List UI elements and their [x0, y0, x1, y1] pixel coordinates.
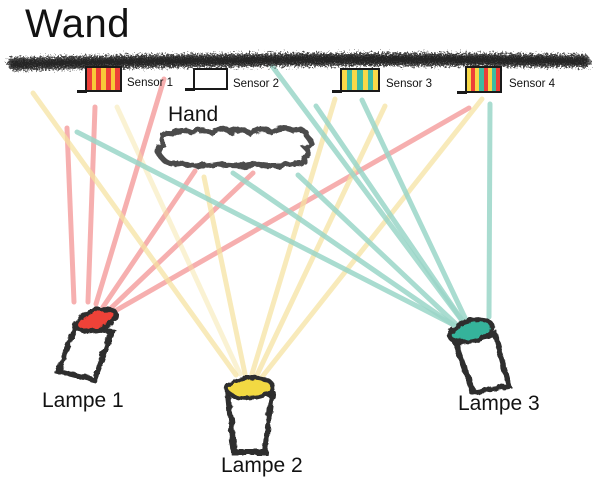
page-title: Wand	[25, 2, 131, 46]
sensor-stripe	[352, 70, 358, 90]
light-ray-pink	[100, 168, 198, 310]
sensor-stripe	[110, 68, 116, 90]
light-ray-teal	[486, 101, 493, 320]
lamp-3-drawing	[447, 317, 513, 396]
sensor-stripe	[115, 68, 121, 90]
sensor-stripe	[87, 68, 92, 90]
sensor-stripe	[91, 68, 97, 90]
sensor-2-label: Sensor 2	[233, 78, 280, 90]
lamp-1-lens	[73, 306, 119, 334]
light-ray-teal	[74, 129, 455, 327]
sensor-stripe	[101, 68, 106, 90]
lamp-1-drawing	[53, 306, 119, 384]
lamp-3-lens	[447, 317, 495, 345]
sensor-2-box	[185, 68, 228, 91]
light-rays-layer	[30, 63, 493, 380]
light-ray-yellow	[254, 103, 388, 378]
wall-drawing	[7, 53, 591, 71]
light-ray-pink	[64, 125, 77, 305]
lamp-1-body	[53, 322, 117, 384]
sensor-stripe	[491, 68, 496, 91]
sensor-stripe	[471, 68, 476, 91]
sensor-stripe	[362, 70, 368, 90]
light-ray-yellow	[201, 174, 248, 377]
light-ray-pink	[112, 105, 472, 314]
light-ray-teal	[230, 170, 458, 329]
sensor-stripe	[105, 68, 111, 90]
sensor-3-box	[332, 68, 380, 93]
sensor-4-label: Sensor 4	[509, 78, 556, 90]
lamp-2-label: Lampe 2	[221, 454, 303, 477]
lamp-1-label: Lampe 1	[42, 389, 124, 412]
sensor-1-label: Sensor 1	[127, 77, 174, 89]
light-ray-yellow	[30, 90, 239, 378]
light-ray-teal	[359, 97, 470, 325]
lamp-2-lens	[224, 375, 276, 401]
lamp-3-label: Lampe 3	[458, 392, 540, 415]
light-ray-teal	[313, 103, 467, 326]
hand-label: Hand	[168, 103, 219, 126]
sensor-stripe	[357, 70, 363, 90]
sensor-stripe	[475, 68, 480, 91]
light-ray-teal	[295, 172, 461, 329]
sensor-1-box	[77, 66, 122, 93]
sensor-stripe	[347, 70, 353, 90]
sensor-stripe	[372, 70, 378, 90]
lamp-2-body	[224, 391, 276, 455]
sensor-stripe	[342, 70, 348, 90]
sensor-stripe	[487, 68, 492, 91]
light-ray-teal	[269, 63, 466, 325]
sensor-stripe	[479, 68, 484, 91]
light-ray-yellow	[249, 96, 338, 377]
sensor-stripe	[467, 68, 472, 91]
lamp-2-drawing	[224, 375, 276, 455]
sensor-4-box	[457, 66, 502, 94]
sensor-3-label: Sensor 3	[386, 78, 433, 90]
sensor-stripe	[495, 68, 500, 91]
sensor-stripe	[367, 70, 373, 90]
sensor-stripe	[96, 68, 102, 90]
light-ray-pink	[107, 170, 256, 312]
light-ray-yellow	[259, 96, 485, 380]
light-ray-pink	[93, 76, 167, 307]
sensor-stripe	[483, 68, 488, 91]
light-ray-yellow	[114, 104, 243, 377]
hand-outline	[155, 125, 314, 169]
